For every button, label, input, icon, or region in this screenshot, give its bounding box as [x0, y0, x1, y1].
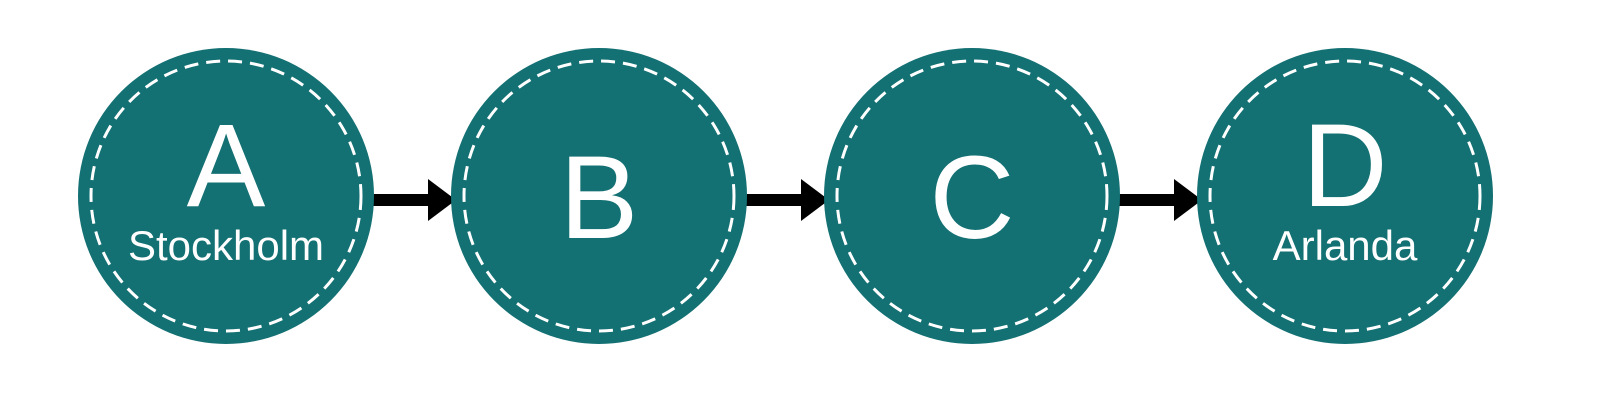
node-a-sublabel: Stockholm — [128, 222, 324, 269]
node-c-letter: C — [929, 132, 1014, 264]
node-b: B — [451, 48, 747, 344]
node-d: D Arlanda — [1197, 48, 1493, 344]
node-a-dashed-ring — [89, 59, 363, 333]
node-c-circle — [824, 48, 1120, 344]
node-c-dashed-ring — [835, 59, 1109, 333]
node-d-circle — [1197, 48, 1493, 344]
node-d-letter: D — [1302, 100, 1387, 232]
node-b-dashed-ring — [462, 59, 736, 333]
node-c: C — [824, 48, 1120, 344]
node-a-letter: A — [187, 100, 266, 232]
node-a-circle — [78, 48, 374, 344]
node-b-letter: B — [560, 132, 639, 264]
node-a: A Stockholm — [78, 48, 374, 344]
node-b-circle — [451, 48, 747, 344]
node-d-dashed-ring — [1208, 59, 1482, 333]
node-d-sublabel: Arlanda — [1273, 222, 1418, 269]
